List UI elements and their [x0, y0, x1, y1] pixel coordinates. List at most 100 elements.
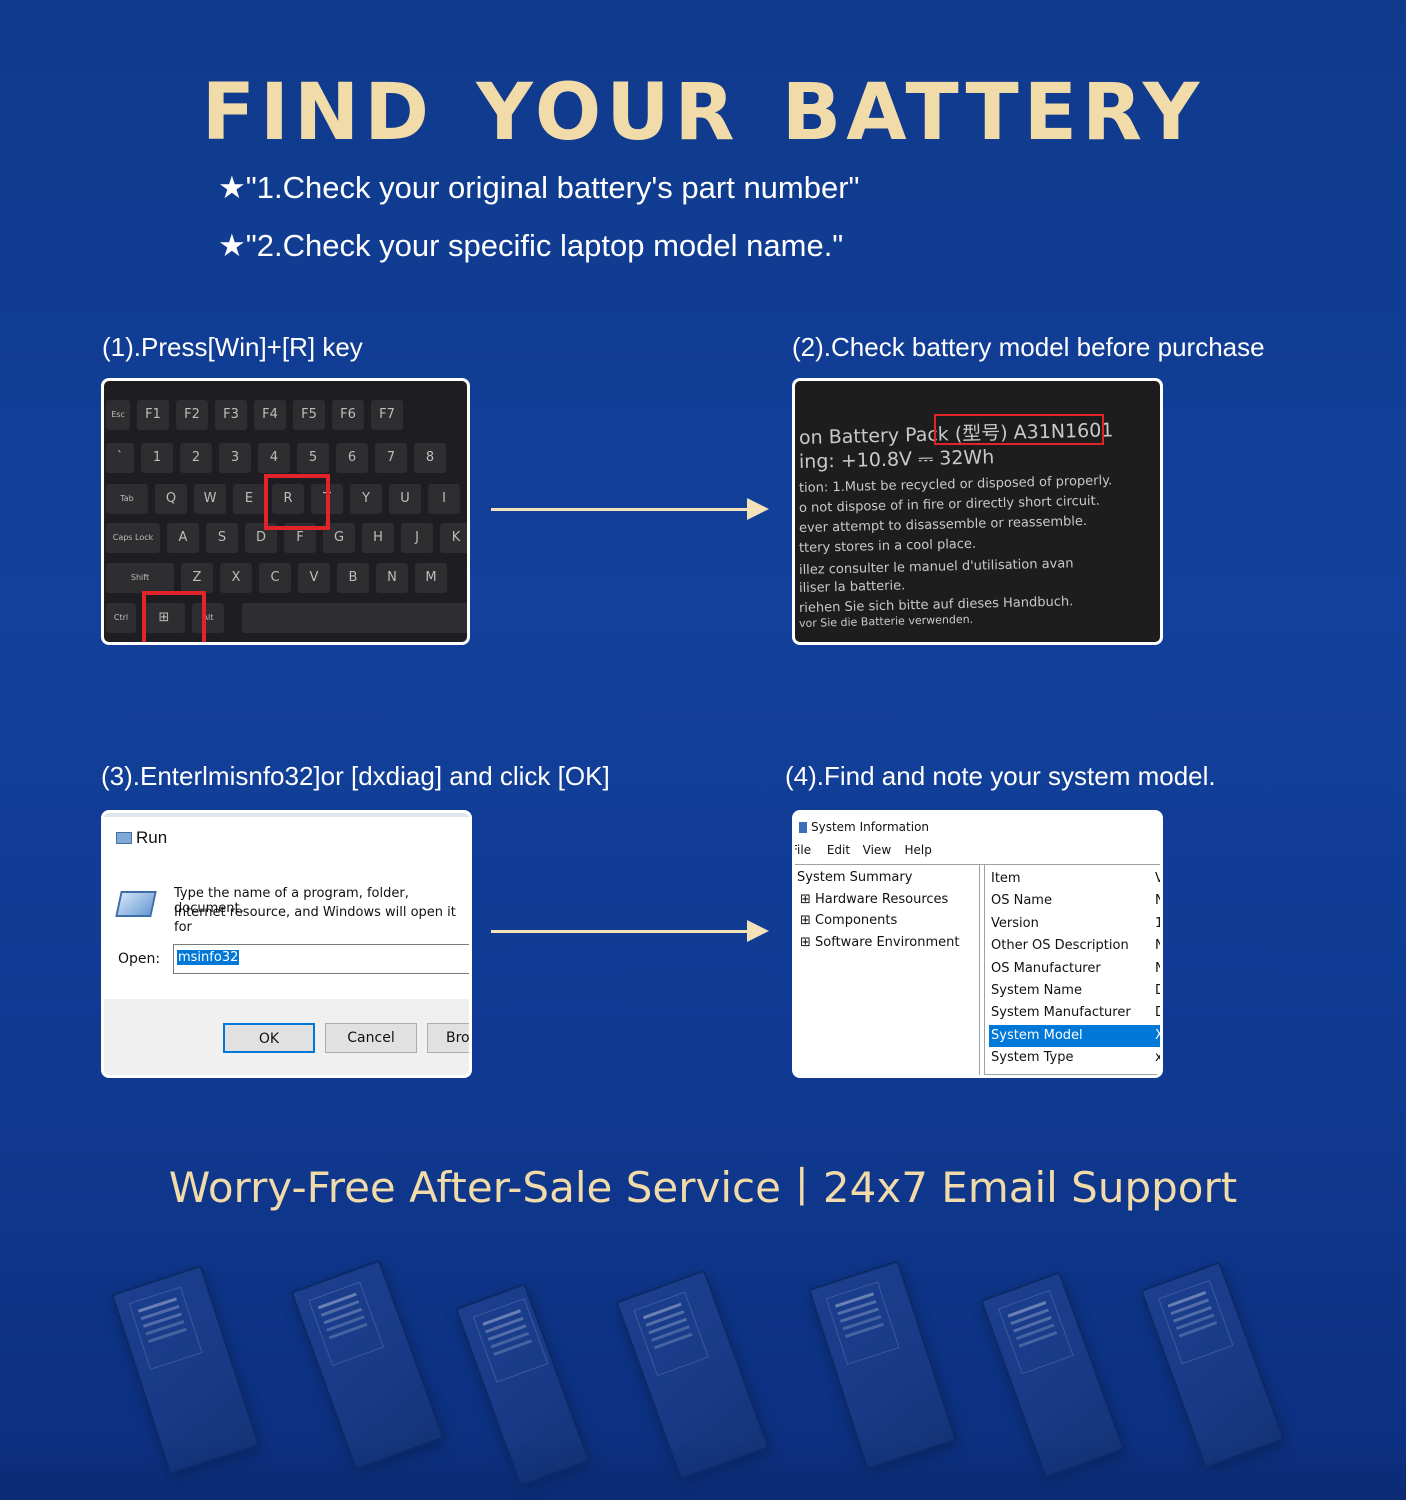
key-f1: F1 [137, 400, 169, 430]
key-shift: Shift [106, 563, 174, 593]
info-item-row[interactable]: Item [991, 871, 1021, 886]
tree-pane: System Summary ⊞ Hardware Resources ⊞ Co… [795, 865, 980, 1075]
key-f5: F5 [293, 400, 325, 430]
key-w: W [194, 484, 226, 514]
battery-sticker [825, 1281, 900, 1365]
key-j: J [401, 523, 433, 553]
step-3-label: (3).Enterlmisnfo32]or [dxdiag] and click… [101, 761, 610, 791]
menu-file[interactable]: File [792, 843, 812, 857]
arrow-right-icon [491, 920, 769, 942]
battery-sticker [128, 1286, 203, 1370]
title-bar-edge [104, 813, 469, 817]
key-f2: F2 [176, 400, 208, 430]
ok-button[interactable]: OK [223, 1023, 315, 1053]
info-item-row[interactable]: System Manufacturer [991, 1005, 1131, 1021]
battery-label-line: o not dispose of in fire or directly sho… [798, 493, 1100, 516]
open-input[interactable]: msinfo32 [173, 944, 469, 974]
key-1: 1 [141, 443, 173, 473]
info-item-row[interactable]: OS Name [991, 893, 1052, 909]
battery-product-image [807, 1259, 958, 1471]
info-item-row[interactable]: Other OS Description [991, 938, 1129, 954]
key-r: R [272, 484, 304, 514]
key-6: 6 [336, 443, 368, 473]
info-item-row[interactable]: System Type [991, 1050, 1074, 1066]
battery-sticker [998, 1289, 1074, 1375]
info-value-cell: N [1155, 890, 1160, 912]
cancel-button[interactable]: Cancel [325, 1023, 417, 1053]
key-alt: Alt [192, 603, 224, 633]
key-f6: F6 [332, 400, 364, 430]
tip-part-number: ★"1.Check your original battery's part n… [218, 170, 860, 205]
key-f7: F7 [371, 400, 403, 430]
win-key-highlight [142, 591, 206, 642]
system-information-window: System Information File Edit View Help S… [792, 810, 1163, 1078]
tree-software-environment[interactable]: ⊞ Software Environment [800, 935, 960, 950]
system-info-icon [799, 822, 807, 833]
info-item-row[interactable]: OS Manufacturer [991, 960, 1101, 976]
key-space [242, 603, 467, 633]
battery-sticker [1158, 1279, 1234, 1365]
step-1-label: (1).Press[Win]+[R] key [102, 332, 363, 362]
menu-view[interactable]: View [862, 843, 892, 857]
run-title: Run [136, 828, 168, 847]
open-input-value: msinfo32 [177, 950, 240, 965]
tree-hardware-resources[interactable]: ⊞ Hardware Resources [800, 892, 949, 907]
browse-button[interactable]: Bro [427, 1023, 469, 1053]
key-f4: F4 [254, 400, 286, 430]
info-value-cell: N [1155, 958, 1160, 980]
key-2: 2 [180, 443, 212, 473]
key-: ⊞ [143, 603, 185, 633]
info-value-cell: 1 [1155, 915, 1163, 931]
info-value-cell: x [1155, 1050, 1163, 1066]
menu-divider [795, 864, 1160, 865]
key-caps-lock: Caps Lock [106, 523, 160, 553]
battery-product-image [1140, 1261, 1285, 1469]
key-u: U [389, 484, 421, 514]
info-item-row[interactable]: Version [991, 915, 1039, 931]
info-value-cell: X [1155, 1024, 1160, 1047]
key-esc: Esc [106, 400, 130, 430]
battery-label-line: tion: 1.Must be recycled or disposed of … [798, 473, 1113, 496]
tree-system-summary[interactable]: System Summary [797, 870, 913, 885]
service-banner: Worry-Free After-Sale Service丨24x7 Email… [168, 1163, 1238, 1212]
key-m: M [415, 563, 447, 593]
key-b: B [337, 563, 369, 593]
details-pane [984, 865, 1160, 1075]
system-model-row[interactable]: System Model [989, 1024, 1159, 1047]
info-value-cell: D [1155, 1002, 1160, 1024]
arrow-right-icon [491, 498, 769, 520]
info-value-cell: D [1155, 980, 1160, 1002]
key-q: Q [155, 484, 187, 514]
battery-product-image [290, 1259, 445, 1471]
menu-help[interactable]: Help [904, 843, 932, 857]
key-7: 7 [375, 443, 407, 473]
system-info-title: System Information [811, 820, 930, 834]
key-ctrl: Ctrl [106, 603, 136, 633]
part-number-highlight [934, 414, 1104, 445]
floor-reflection [0, 1440, 1406, 1500]
run-dialog: Run Type the name of a program, folder, … [101, 810, 472, 1078]
tip-model-name: ★"2.Check your specific laptop model nam… [218, 228, 844, 263]
info-value-cell: N [1155, 935, 1160, 957]
menu-edit[interactable]: Edit [826, 843, 851, 857]
key-y: Y [350, 484, 382, 514]
key-e: E [233, 484, 265, 514]
key-3: 3 [219, 443, 251, 473]
tree-components[interactable]: ⊞ Components [800, 913, 898, 928]
run-description-2: Internet resource, and Windows will open… [174, 905, 456, 935]
key-8: 8 [414, 443, 446, 473]
key-: ` [106, 443, 134, 473]
battery-sticker [633, 1291, 709, 1377]
run-program-icon [115, 891, 157, 917]
info-item-row[interactable]: System Name [991, 983, 1082, 998]
open-label: Open: [118, 951, 161, 967]
battery-label-line: iliser la batterie. [798, 578, 906, 596]
key-v: V [298, 563, 330, 593]
battery-label-image: on Battery Pack (型号) A31N1601 ing: +10.8… [792, 378, 1163, 645]
key-z: Z [181, 563, 213, 593]
key-c: C [259, 563, 291, 593]
menu-bar: File Edit View Help [795, 843, 938, 857]
key-i: I [428, 484, 460, 514]
battery-sticker [308, 1281, 384, 1367]
